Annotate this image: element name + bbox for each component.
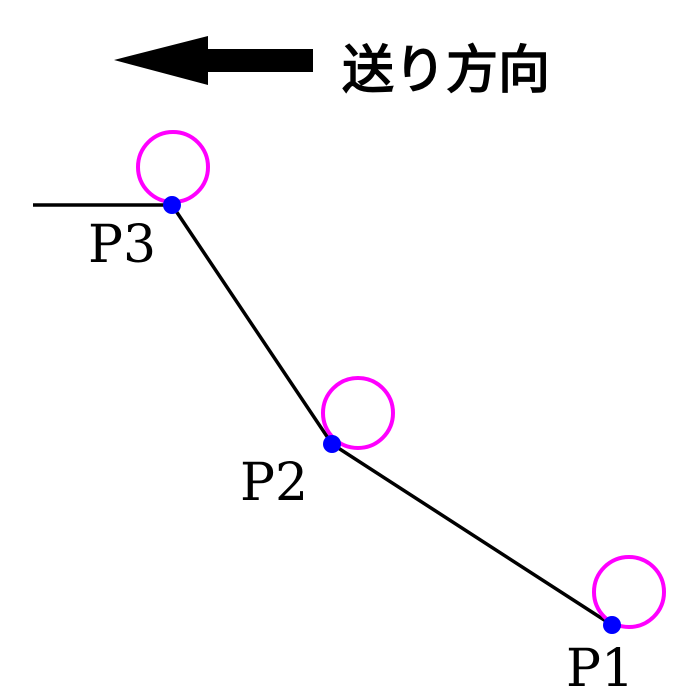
circle-p3 — [136, 130, 210, 204]
label-p2: P2 — [240, 453, 308, 513]
point-p3 — [163, 196, 181, 214]
circle-p1 — [592, 555, 666, 629]
label-p3: P3 — [88, 215, 156, 275]
feed-direction-arrow — [114, 36, 313, 85]
path-line — [33, 203, 613, 627]
point-p1 — [603, 616, 621, 634]
point-p2 — [323, 435, 341, 453]
feed-direction-label: 送り方向 — [342, 40, 550, 101]
circle-p2 — [321, 376, 395, 450]
label-p1: P1 — [566, 639, 634, 699]
